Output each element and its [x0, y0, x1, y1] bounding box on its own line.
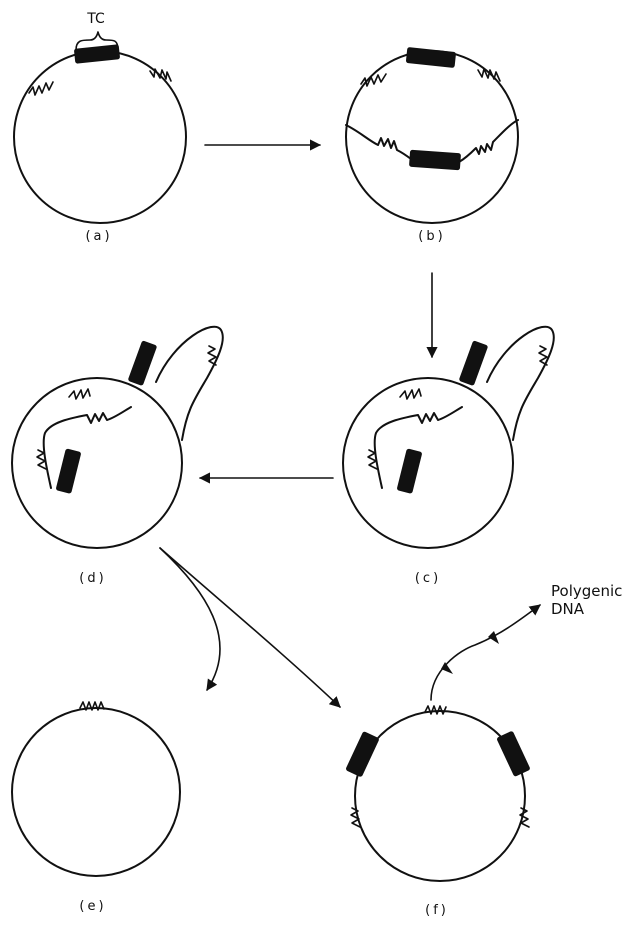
panel-label-d: (d) [79, 571, 106, 586]
resistance-gene-block-f-right [497, 731, 530, 777]
resistance-gene-block-a [74, 44, 120, 64]
insertion-sequence-a-right [149, 68, 172, 82]
resistance-gene-block-b-top [405, 47, 456, 68]
resistance-gene-block-b-bottom [409, 149, 461, 171]
arrow-d-to-e [159, 547, 221, 691]
arrowhead-mid-2 [488, 631, 499, 644]
arrow-d-to-f [159, 547, 341, 708]
insertion-sequence-b-top-left [360, 73, 387, 87]
internal-bridge-b [345, 124, 412, 160]
insertion-sequence-c-loop [538, 345, 548, 366]
plasmid-circle-e [11, 707, 181, 877]
plasmid-circle-c [342, 377, 514, 549]
panel-a: TC (a) [13, 11, 187, 244]
panel-d: (d) [11, 325, 224, 586]
panel-b: (b) [345, 47, 519, 244]
polygenic-dna-label-line1: Polygenic [551, 582, 622, 600]
insertion-sequence-f-top [424, 705, 447, 715]
panel-label-f: (f) [425, 903, 449, 918]
panel-c: (c) [342, 325, 555, 586]
resistance-gene-block-d-inner [56, 448, 81, 494]
panel-f: Polygenic DNA (f) [346, 582, 622, 918]
panel-e: (e) [11, 701, 181, 914]
resistance-gene-block-c-top [459, 340, 488, 386]
plasmid-circle-d [11, 377, 183, 549]
arrow-to-polygenic-dna [430, 604, 541, 701]
insertion-sequence-d-top [68, 388, 91, 400]
extruded-loop-c [486, 325, 555, 441]
extruded-loop-d [155, 325, 224, 441]
insertion-sequence-b-top-right [477, 68, 501, 82]
plasmid-circle-f [354, 710, 526, 882]
insertion-sequence-d-loop [207, 345, 217, 366]
insertion-sequence-e [79, 701, 105, 711]
insertion-sequence-c-top [399, 388, 422, 400]
panel-label-a: (a) [85, 229, 112, 244]
tc-label: TC [86, 11, 105, 27]
inner-strand-c [373, 406, 463, 489]
panel-label-b: (b) [418, 229, 445, 244]
internal-bridge-b-right [458, 119, 519, 163]
resistance-gene-block-d-top [128, 340, 157, 386]
insertion-sequence-f-left [350, 807, 361, 828]
arrowhead-mid-1 [441, 662, 453, 674]
insertion-sequence-a-left [28, 81, 54, 96]
panel-label-e: (e) [79, 899, 106, 914]
insertion-sequence-f-right [519, 807, 530, 828]
tc-bracket [75, 31, 119, 51]
inner-strand-d [42, 406, 132, 489]
insertion-sequence-d-left [36, 449, 47, 470]
polygenic-dna-label-line2: DNA [551, 600, 585, 618]
resistance-gene-block-c-inner [397, 448, 422, 494]
panel-label-c: (c) [415, 571, 441, 586]
insertion-sequence-c-left [367, 449, 378, 470]
resistance-gene-block-f-left [346, 731, 379, 777]
